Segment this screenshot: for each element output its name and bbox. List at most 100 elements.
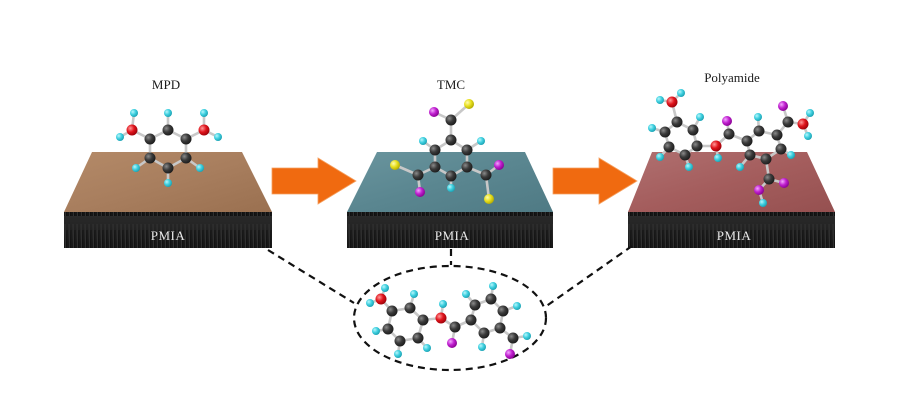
carbon-atom bbox=[465, 314, 477, 326]
carbon-atom bbox=[162, 162, 174, 174]
carbon-atom bbox=[429, 161, 441, 173]
hydrogen-atom bbox=[489, 282, 497, 290]
polyamide-molecule bbox=[648, 89, 814, 207]
hydrogen-atom bbox=[804, 132, 812, 140]
hydrogen-atom bbox=[419, 137, 427, 145]
oxygen-atom bbox=[435, 312, 447, 324]
hydrogen-atom bbox=[164, 179, 172, 187]
stage-polyamide: PMIA Polyamide bbox=[628, 70, 835, 248]
hydrogen-atom bbox=[787, 151, 795, 159]
hydrogen-atom bbox=[423, 344, 431, 352]
hydrogen-atom bbox=[200, 109, 208, 117]
arrow-right-icon bbox=[271, 157, 357, 205]
connector-left bbox=[267, 249, 355, 304]
carbon-atom bbox=[663, 141, 675, 153]
oxygen-atom bbox=[126, 124, 138, 136]
carbon-atom bbox=[687, 124, 699, 136]
carbon-atom bbox=[679, 149, 691, 161]
hydrogen-atom bbox=[381, 284, 389, 292]
carbon-atom bbox=[480, 169, 492, 181]
carbon-atom bbox=[497, 305, 509, 317]
hydrogen-atom bbox=[410, 290, 418, 298]
carbon-atom bbox=[412, 169, 424, 181]
carbon-atom bbox=[478, 327, 490, 339]
hydrogen-atom bbox=[214, 133, 222, 141]
hydrogen-atom bbox=[366, 299, 374, 307]
hydrogen-atom bbox=[714, 154, 722, 162]
carbon-atom bbox=[782, 116, 794, 128]
callout-connectors bbox=[267, 245, 633, 372]
carbon-atom bbox=[394, 335, 406, 347]
carbon-atom bbox=[445, 134, 457, 146]
stage-tmc: PMIA TMC bbox=[347, 77, 553, 248]
carbon-atom bbox=[671, 116, 683, 128]
acyl-atom bbox=[754, 185, 764, 195]
callout-ellipse bbox=[352, 264, 548, 372]
carbon-atom bbox=[741, 135, 753, 147]
stage-title: Polyamide bbox=[704, 70, 760, 85]
oxygen-atom bbox=[710, 140, 722, 152]
oxygen-atom bbox=[375, 293, 387, 305]
oxygen-atom bbox=[415, 187, 425, 197]
carbon-atom bbox=[485, 293, 497, 305]
hydrogen-atom bbox=[523, 332, 531, 340]
acyl-atom bbox=[779, 178, 789, 188]
oxygen-atom bbox=[797, 118, 809, 130]
hydrogen-atom bbox=[477, 137, 485, 145]
carbon-atom bbox=[412, 332, 424, 344]
carbon-atom bbox=[691, 140, 703, 152]
carbon-atom bbox=[162, 124, 174, 136]
oxygen-atom bbox=[666, 96, 678, 108]
substrate-label: PMIA bbox=[435, 228, 470, 243]
chlorine-atom bbox=[464, 99, 474, 109]
stage-title: TMC bbox=[437, 77, 465, 92]
acyl-atom bbox=[778, 101, 788, 111]
connector-right bbox=[544, 245, 633, 308]
substrate-side bbox=[347, 212, 553, 248]
stage-title: MPD bbox=[152, 77, 180, 92]
carbon-atom bbox=[404, 302, 416, 314]
carbon-atom bbox=[469, 299, 481, 311]
carbon-atom bbox=[744, 149, 756, 161]
hydrogen-atom bbox=[736, 163, 744, 171]
carbon-atom bbox=[445, 170, 457, 182]
substrate-label: PMIA bbox=[717, 228, 752, 243]
hydrogen-atom bbox=[447, 184, 455, 192]
hydrogen-atom bbox=[478, 343, 486, 351]
carbon-atom bbox=[771, 129, 783, 141]
carbon-atom bbox=[763, 173, 775, 185]
hydrogen-atom bbox=[394, 350, 402, 358]
hydrogen-atom bbox=[513, 302, 521, 310]
carbon-atom bbox=[144, 152, 156, 164]
oxygen-atom bbox=[494, 160, 504, 170]
chlorine-atom bbox=[390, 160, 400, 170]
hydrogen-atom bbox=[656, 96, 664, 104]
carbon-atom bbox=[417, 314, 429, 326]
carbon-atom bbox=[494, 322, 506, 334]
hydrogen-atom bbox=[806, 109, 814, 117]
substrate-top-surface bbox=[628, 152, 835, 212]
carbon-atom bbox=[386, 305, 398, 317]
carbon-atom bbox=[461, 161, 473, 173]
oxygen-atom bbox=[198, 124, 210, 136]
carbon-atom bbox=[760, 153, 772, 165]
hydrogen-atom bbox=[196, 164, 204, 172]
carbon-atom bbox=[445, 114, 457, 126]
carbon-atom bbox=[180, 133, 192, 145]
acyl-atom bbox=[722, 116, 732, 126]
oxygen-atom bbox=[429, 107, 439, 117]
hydrogen-atom bbox=[462, 290, 470, 298]
hydrogen-atom bbox=[677, 89, 685, 97]
stage-mpd: PMIA MPD bbox=[64, 77, 272, 248]
hydrogen-atom bbox=[164, 109, 172, 117]
hydrogen-atom bbox=[759, 199, 767, 207]
carbon-atom bbox=[180, 152, 192, 164]
mpd-molecule bbox=[116, 109, 222, 187]
acyl-atom bbox=[505, 349, 515, 359]
hydrogen-atom bbox=[696, 113, 704, 121]
carbon-atom bbox=[723, 128, 735, 140]
carbon-atom bbox=[659, 126, 671, 138]
carbon-atom bbox=[144, 133, 156, 145]
hydrogen-atom bbox=[439, 300, 447, 308]
